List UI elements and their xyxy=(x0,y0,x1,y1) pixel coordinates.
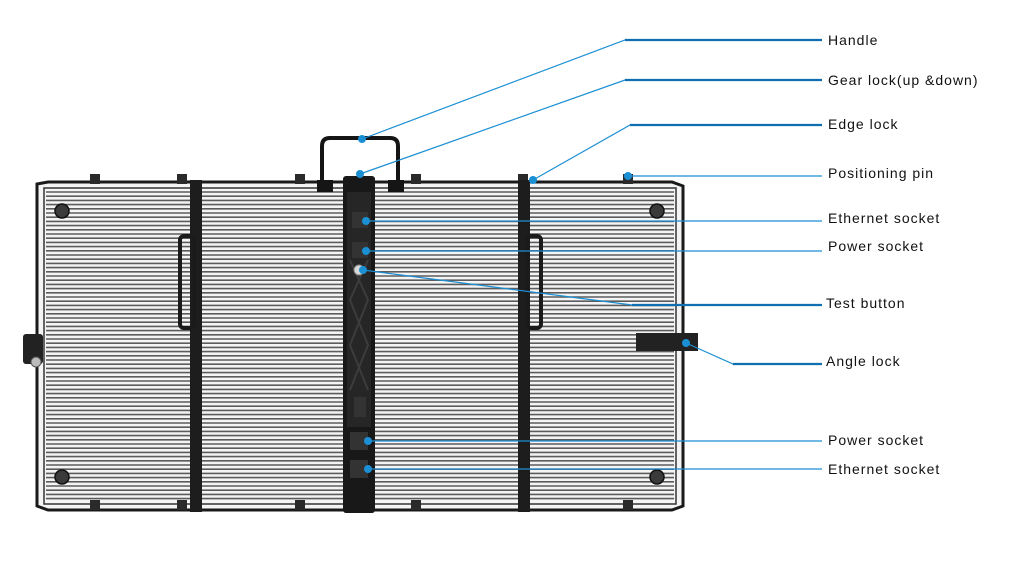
top-tab xyxy=(518,174,528,184)
side-handle-left xyxy=(178,234,196,330)
leader-dot xyxy=(364,465,372,473)
label-edge-lock: Edge lock xyxy=(828,116,899,132)
side-handle-right xyxy=(525,234,543,330)
leader-dot xyxy=(362,247,370,255)
power-socket-bottom xyxy=(350,432,368,450)
bottom-tab xyxy=(177,500,187,510)
leader-lines xyxy=(356,38,822,473)
corner-bolt xyxy=(649,203,665,219)
bottom-tab xyxy=(623,500,633,510)
spine-cross-bracing xyxy=(348,259,370,391)
handle-base-right xyxy=(388,180,404,192)
leader-dot xyxy=(682,339,690,347)
support-bar-left xyxy=(190,180,202,512)
leader-dot xyxy=(364,437,372,445)
leader-dot xyxy=(356,170,364,178)
leader-dot xyxy=(358,135,366,143)
label-gear-lock: Gear lock(up &down) xyxy=(828,72,979,88)
label-power-socket-top: Power socket xyxy=(828,238,925,254)
leader-line xyxy=(532,124,822,181)
corner-bolt xyxy=(54,203,70,219)
label-positioning-pin: Positioning pin xyxy=(828,165,935,181)
angle-lock-left xyxy=(23,334,43,364)
support-bar-right xyxy=(518,180,530,512)
top-tab xyxy=(411,174,421,184)
bottom-tab xyxy=(295,500,305,510)
leader-dot xyxy=(362,217,370,225)
angle-lock-right xyxy=(636,333,698,351)
label-angle-lock: Angle lock xyxy=(826,353,901,369)
spine-latch xyxy=(354,397,366,417)
label-test-button: Test button xyxy=(826,295,906,311)
corner-bolt xyxy=(649,469,665,485)
led-panel xyxy=(23,136,698,513)
leader-dot xyxy=(624,172,632,180)
bottom-tab xyxy=(90,500,100,510)
top-tab xyxy=(177,174,187,184)
leader-dot xyxy=(529,176,537,184)
label-ethernet-socket-top: Ethernet socket xyxy=(828,210,941,226)
label-ethernet-socket-bottom: Ethernet socket xyxy=(828,461,941,477)
leader-line xyxy=(359,79,822,175)
leader-line xyxy=(685,342,822,365)
top-tab xyxy=(90,174,100,184)
ethernet-socket-bottom xyxy=(350,460,368,478)
top-tab xyxy=(295,174,305,184)
leader-dot xyxy=(359,266,367,274)
handle-base-left xyxy=(317,180,333,192)
label-handle: Handle xyxy=(828,32,879,48)
corner-bolt xyxy=(54,469,70,485)
label-power-socket-bottom: Power socket xyxy=(828,432,925,448)
bottom-tab xyxy=(411,500,421,510)
angle-lock-left-knob xyxy=(30,356,42,368)
